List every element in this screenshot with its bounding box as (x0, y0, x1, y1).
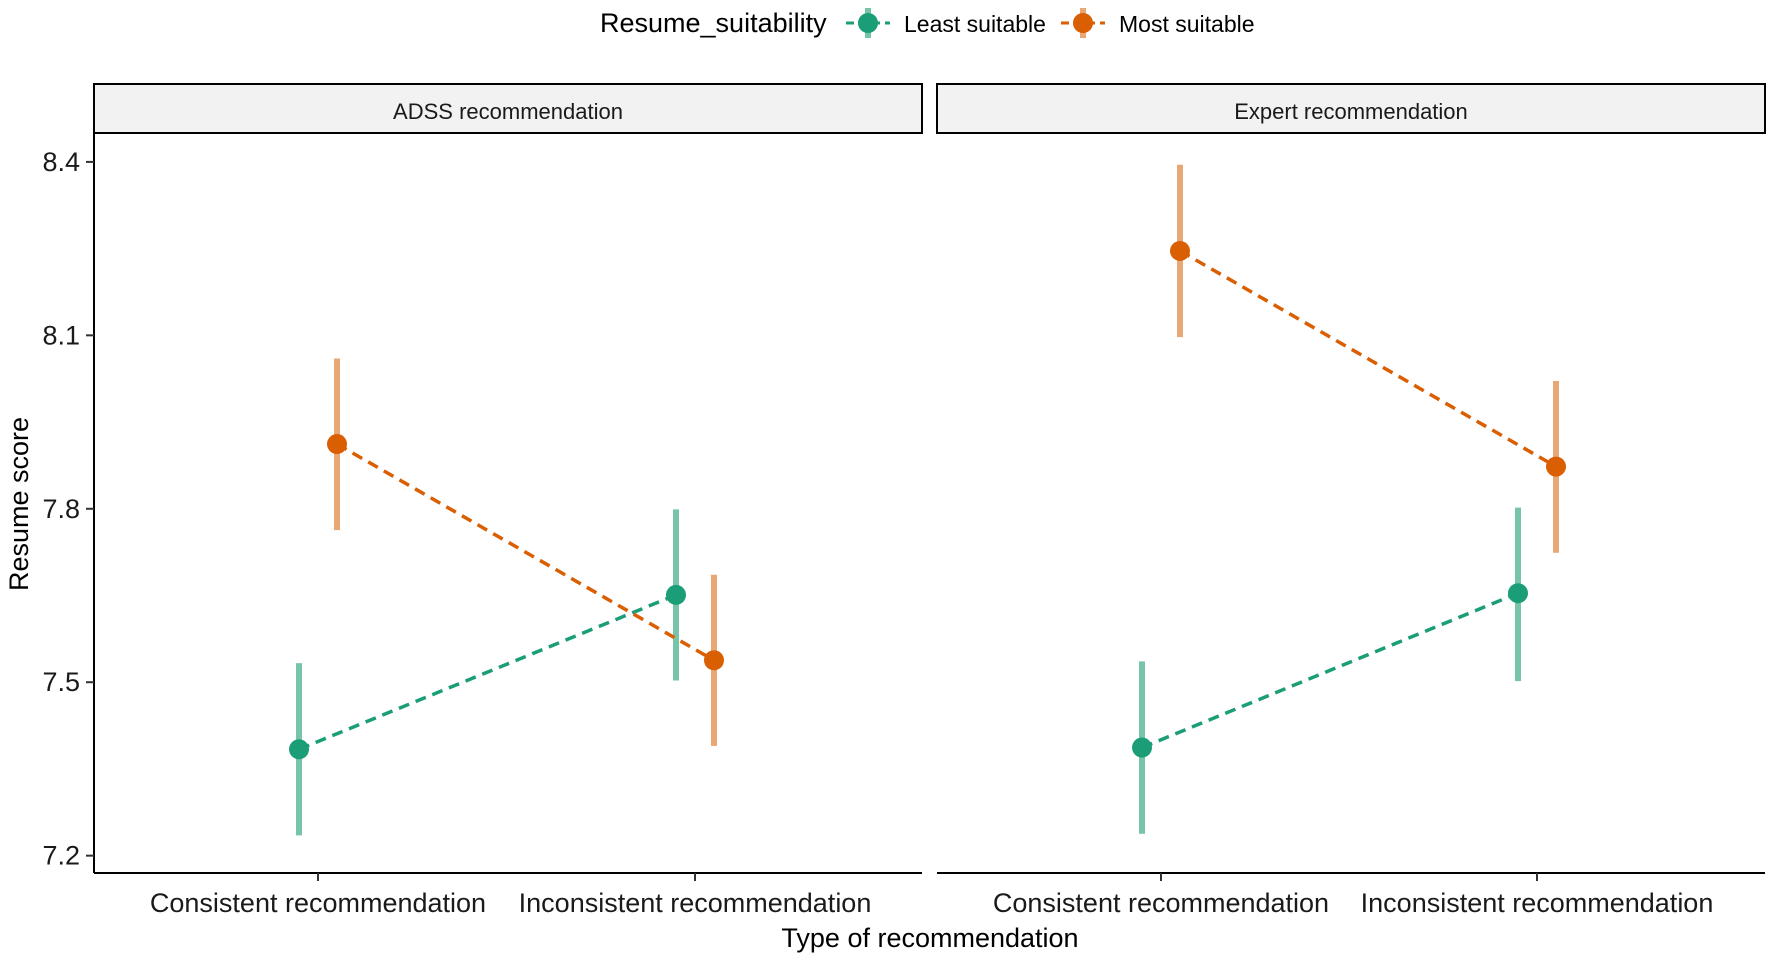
y-tick-label: 8.1 (42, 320, 80, 350)
series-line (1141, 591, 1519, 750)
data-point (289, 739, 309, 760)
y-tick-label: 7.8 (42, 494, 80, 524)
series-line (1179, 249, 1557, 469)
legend: Resume_suitability Least suitable Most su… (600, 8, 1255, 38)
data-point (1546, 456, 1566, 477)
y-tick-label: 8.4 (42, 147, 80, 177)
x-tick-label: Consistent recommendation (993, 888, 1329, 918)
y-axis-title: Resume score (4, 417, 34, 591)
series-group (327, 358, 724, 746)
data-point (1132, 737, 1152, 758)
x-tick-label: Inconsistent recommendation (519, 888, 872, 918)
facet-strip-label: Expert recommendation (1234, 99, 1468, 124)
series-line (336, 442, 715, 662)
data-point (327, 434, 347, 455)
data-point (704, 650, 724, 671)
series-group (289, 509, 686, 836)
data-point (1170, 240, 1190, 261)
series-group (1132, 507, 1528, 834)
x-axis-title: Type of recommendation (781, 923, 1078, 953)
data-point (1508, 583, 1528, 604)
legend-entry-label: Most suitable (1119, 11, 1255, 37)
series-line (298, 593, 677, 751)
y-tick-label: 7.5 (42, 667, 80, 697)
facet-strip (936, 83, 1766, 134)
facet-strip-label: ADSS recommendation (393, 99, 623, 124)
facet-strip (93, 83, 923, 134)
legend-key-marker (1073, 13, 1093, 33)
data-point (666, 584, 686, 605)
series-group (1170, 164, 1566, 553)
x-tick-label: Inconsistent recommendation (1361, 888, 1714, 918)
legend-key-marker (858, 13, 878, 33)
legend-title: Resume_suitability (600, 8, 827, 38)
y-tick-label: 7.2 (42, 841, 80, 871)
legend-entry-label: Least suitable (904, 11, 1046, 37)
x-tick-label: Consistent recommendation (150, 888, 486, 918)
